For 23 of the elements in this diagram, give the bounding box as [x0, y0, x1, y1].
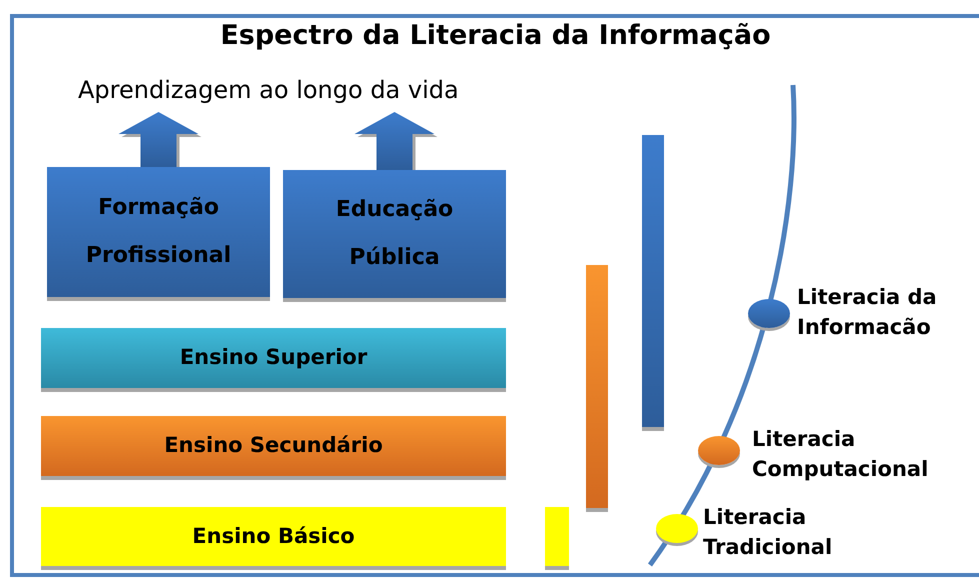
- box-label: Formação Profissional: [84, 194, 232, 270]
- block-arrow: [354, 112, 438, 173]
- spectrum-marker: [698, 436, 740, 465]
- level-bar: [41, 507, 506, 566]
- spectrum-bar: [586, 265, 608, 508]
- process-box: [47, 167, 270, 297]
- marker-label: Literacia da Informacão: [797, 284, 938, 341]
- box-label: Ensino Básico: [192, 522, 355, 550]
- title: Espectro da Literacia da Informação: [219, 19, 772, 53]
- spectrum-bar: [642, 135, 664, 427]
- marker-label: Literacia Computacional: [752, 426, 930, 483]
- block-arrow: [118, 112, 202, 170]
- spectrum-bar: [545, 507, 569, 566]
- box-label: Ensino Secundário: [164, 432, 383, 460]
- level-bar: [41, 416, 506, 476]
- caption-text: Aprendizagem ao longo da vida: [78, 72, 459, 108]
- spectrum-marker: [656, 514, 698, 543]
- box-label: Educação Pública: [334, 196, 454, 272]
- spectrum-marker: [748, 299, 790, 328]
- box-label: Ensino Superior: [180, 344, 368, 372]
- marker-label: Literacia Tradicional: [703, 504, 834, 561]
- level-bar: [41, 328, 506, 388]
- process-box: [283, 170, 506, 298]
